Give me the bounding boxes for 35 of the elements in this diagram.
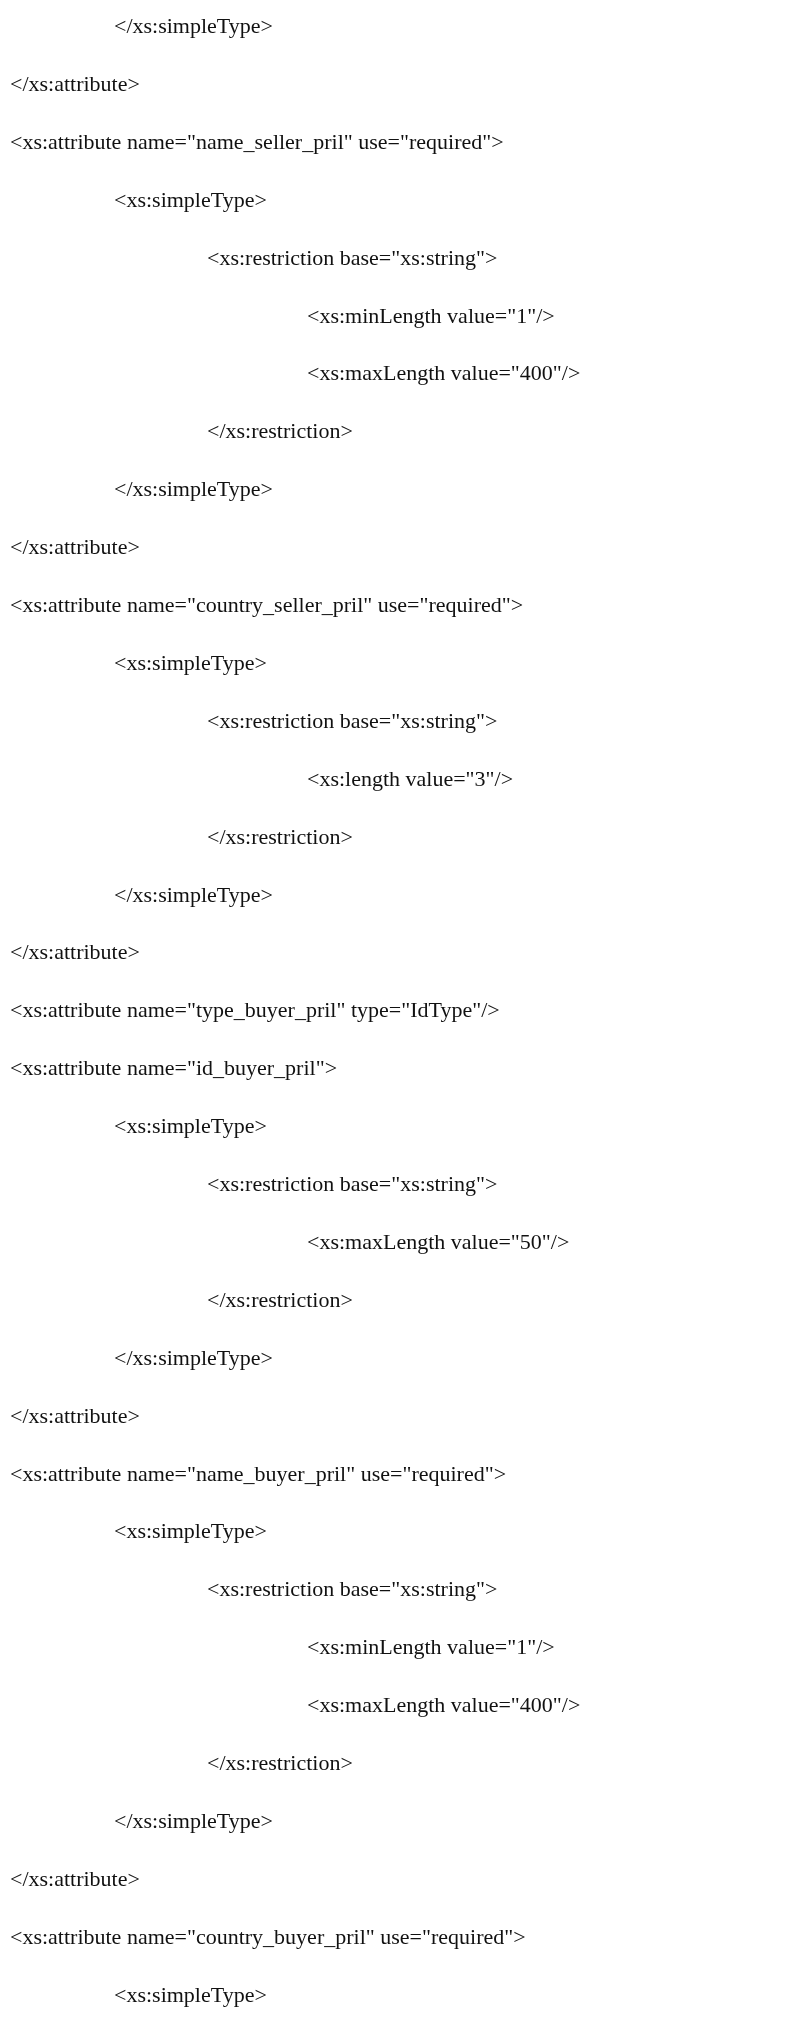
code-line: <xs:attribute name="name_seller_pril" use="required">: [10, 128, 504, 155]
code-line: <xs:attribute name="type_buyer_pril" type="IdType"/>: [10, 997, 500, 1024]
code-line: <xs:restriction base="xs:string">: [207, 1576, 498, 1603]
code-line: <xs:simpleType>: [114, 649, 267, 676]
code-line: <xs:simpleType>: [114, 186, 267, 213]
code-line: <xs:minLength value="1"/>: [307, 302, 555, 329]
code-line: <xs:restriction base="xs:string">: [207, 1171, 498, 1197]
code-line: <xs:maxLength value="400"/>: [307, 1692, 581, 1719]
code-line: </xs:restriction>: [207, 823, 353, 850]
code-line: <xs:attribute name="country_seller_pril" use="required">: [10, 592, 524, 618]
code-line: <xs:attribute name="name_buyer_pril" use="required">: [10, 1460, 507, 1487]
code-line: </xs:attribute>: [10, 534, 140, 561]
code-line: </xs:attribute>: [10, 70, 140, 97]
code-line: <xs:restriction base="xs:string">: [207, 707, 498, 734]
code-line: <xs:maxLength value="50"/>: [307, 1228, 570, 1255]
code-line: <xs:minLength value="1"/>: [307, 1634, 555, 1661]
code-line: <xs:simpleType>: [114, 1981, 267, 2008]
code-line: <xs:attribute name="id_buyer_pril">: [10, 1055, 338, 1082]
code-line: <xs:restriction base="xs:string">: [207, 244, 498, 271]
code-line: <xs:maxLength value="400"/>: [307, 360, 581, 387]
code-line: </xs:simpleType>: [114, 881, 273, 908]
code-line: </xs:restriction>: [207, 1286, 353, 1313]
code-line: <xs:attribute name="country_buyer_pril" use="required">: [10, 1923, 526, 1950]
code-line: <xs:length value="3"/>: [307, 765, 514, 792]
code-line: </xs:restriction>: [207, 1750, 353, 1776]
code-line: </xs:attribute>: [10, 1865, 140, 1892]
code-line: </xs:simpleType>: [114, 1344, 273, 1371]
code-line: </xs:attribute>: [10, 1402, 140, 1429]
code-line: </xs:simpleType>: [114, 13, 273, 39]
code-line: </xs:simpleType>: [114, 1807, 273, 1834]
code-line: <xs:simpleType>: [114, 1113, 267, 1140]
code-line: </xs:restriction>: [207, 418, 353, 445]
code-line: <xs:simpleType>: [114, 1518, 267, 1545]
code-line: </xs:attribute>: [10, 939, 140, 966]
code-line: </xs:simpleType>: [114, 476, 273, 503]
